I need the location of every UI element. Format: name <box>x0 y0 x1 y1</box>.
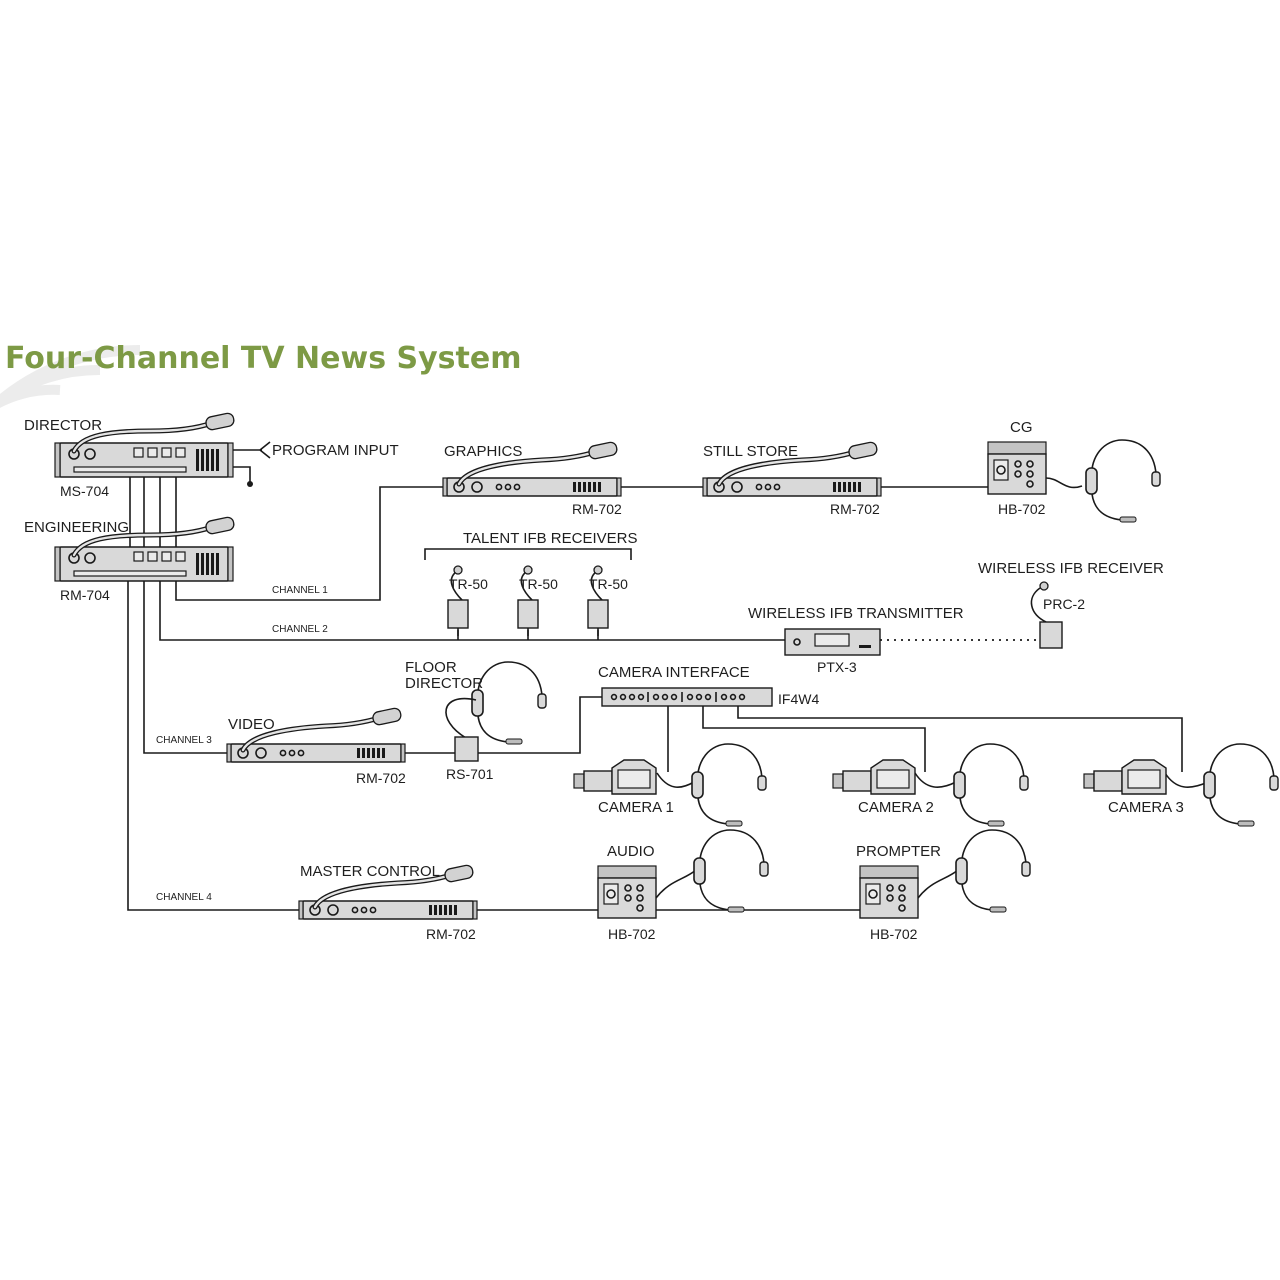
cg-model: HB-702 <box>998 501 1046 517</box>
cg-label: CG <box>1010 419 1033 436</box>
diagram-title: Four-Channel TV News System <box>5 341 521 376</box>
channel-2-label: CHANNEL 2 <box>272 624 328 635</box>
camera-1-label: CAMERA 1 <box>598 799 674 816</box>
camera-interface-model: IF4W4 <box>778 691 819 707</box>
talent-ifb-bracket <box>424 548 632 560</box>
audio-headset-station <box>597 865 657 919</box>
floor-director-label-line2: DIRECTOR <box>405 675 483 692</box>
audio-model: HB-702 <box>608 926 656 942</box>
video-model: RM-702 <box>356 770 406 786</box>
cg-headset-station <box>987 441 1047 495</box>
tr50-model-2: TR-50 <box>519 576 558 592</box>
camera-2-headset-icon <box>953 743 1029 827</box>
channel-3-label: CHANNEL 3 <box>156 735 212 746</box>
wireless-receiver-model: PRC-2 <box>1043 596 1085 612</box>
still-store-model: RM-702 <box>830 501 880 517</box>
prc2-receiver-icon <box>1030 581 1063 649</box>
audio-label: AUDIO <box>607 843 655 860</box>
camera-1-icon <box>573 759 657 795</box>
wireless-transmitter-label: WIRELESS IFB TRANSMITTER <box>748 605 964 622</box>
graphics-model: RM-702 <box>572 501 622 517</box>
director-model: MS-704 <box>60 483 109 499</box>
camera-3-headset-icon <box>1203 743 1279 827</box>
camera-interface-label: CAMERA INTERFACE <box>598 664 750 681</box>
prompter-headset-station <box>859 865 919 919</box>
program-input-label: PROGRAM INPUT <box>272 442 399 459</box>
floor-director-label-line1: FLOOR <box>405 659 457 676</box>
master-control-label: MASTER CONTROL <box>300 863 440 880</box>
engineering-label: ENGINEERING <box>24 519 129 536</box>
director-label: DIRECTOR <box>24 417 102 434</box>
camera-2-icon <box>832 759 916 795</box>
camera-1-headset-icon <box>691 743 767 827</box>
prompter-headset-icon <box>955 829 1031 913</box>
camera-3-icon <box>1083 759 1167 795</box>
channel-4-label: CHANNEL 4 <box>156 892 212 903</box>
audio-headset-icon <box>693 829 769 913</box>
camera-2-label: CAMERA 2 <box>858 799 934 816</box>
floor-director-headset-icon <box>471 661 547 745</box>
camera-interface-device <box>601 687 773 707</box>
watermark-arcs <box>0 345 141 408</box>
graphics-label: GRAPHICS <box>444 443 522 460</box>
video-label: VIDEO <box>228 716 275 733</box>
rs701-beltpack <box>454 736 479 762</box>
floor-director-model: RS-701 <box>446 766 494 782</box>
floor-director-cord <box>445 697 477 739</box>
prompter-model: HB-702 <box>870 926 918 942</box>
channel-1-label: CHANNEL 1 <box>272 585 328 596</box>
talent-ifb-label: TALENT IFB RECEIVERS <box>463 530 638 547</box>
tr50-model-1: TR-50 <box>449 576 488 592</box>
engineering-model: RM-704 <box>60 587 110 603</box>
wireless-receiver-label: WIRELESS IFB RECEIVER <box>978 560 1164 577</box>
camera-3-label: CAMERA 3 <box>1108 799 1184 816</box>
tr50-model-3: TR-50 <box>589 576 628 592</box>
master-control-model: RM-702 <box>426 926 476 942</box>
still-store-label: STILL STORE <box>703 443 798 460</box>
wiring <box>127 441 1209 911</box>
prompter-label: PROMPTER <box>856 843 941 860</box>
wireless-transmitter-model: PTX-3 <box>817 659 857 675</box>
wireless-transmitter-device <box>784 628 881 656</box>
cg-headset-icon <box>1085 439 1161 523</box>
